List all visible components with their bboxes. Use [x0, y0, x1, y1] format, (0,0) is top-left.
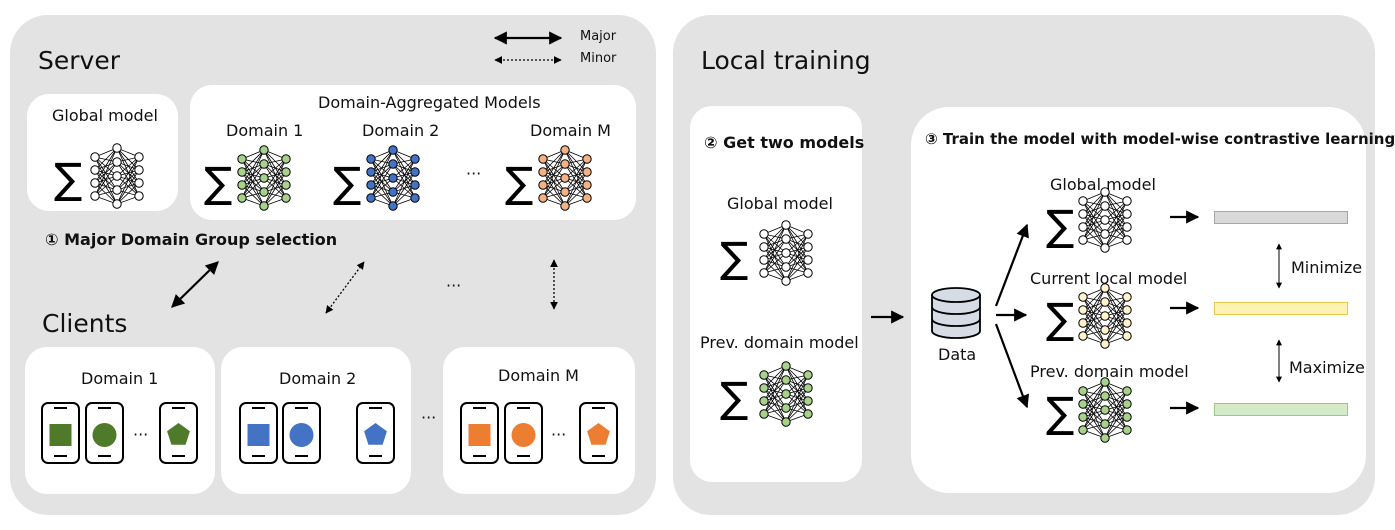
- client-m-ellipsis: ···: [551, 425, 567, 444]
- square-shape-icon: [247, 424, 270, 446]
- neural-network-icon: [366, 145, 420, 211]
- data-to-global-arrow: [994, 223, 1029, 307]
- sigma-icon: ∑: [720, 373, 748, 422]
- neural-network-icon: [90, 143, 144, 209]
- sigma-icon: ∑: [720, 233, 748, 282]
- connection-ellipsis: ···: [446, 276, 462, 295]
- step2-global-label: Global model: [727, 194, 833, 213]
- neural-network-icon: [1078, 377, 1132, 443]
- client-group-2-label: Domain 2: [279, 369, 357, 388]
- sigma-icon: ∑: [54, 154, 82, 203]
- client-group-1-label: Domain 1: [81, 369, 159, 388]
- step2-label: ② Get two models: [704, 133, 865, 152]
- legend-minor-label: Minor: [580, 51, 617, 66]
- output-bar-current: [1214, 302, 1348, 315]
- server-title: Server: [38, 46, 120, 75]
- minimize-label: Minimize: [1291, 258, 1363, 277]
- step1-label: ① Major Domain Group selection: [45, 230, 338, 249]
- agg-domain-m-label: Domain M: [530, 121, 611, 140]
- database-icon: [931, 287, 981, 339]
- circle-shape-icon: [289, 423, 314, 447]
- sigma-icon: ∑: [505, 158, 533, 207]
- agg-domain-1-label: Domain 1: [226, 121, 304, 140]
- agg-ellipsis: ···: [466, 164, 482, 183]
- minor-connection-arrow: [325, 261, 365, 314]
- groups-ellipsis: ···: [421, 408, 437, 427]
- circle-shape-icon: [511, 423, 536, 447]
- neural-network-icon: [538, 145, 592, 211]
- client-group-m-label: Domain M: [498, 366, 579, 385]
- pentagon-shape-icon: [167, 423, 190, 445]
- domain-aggregated-title: Domain-Aggregated Models: [318, 93, 541, 112]
- square-shape-icon: [49, 424, 72, 446]
- neural-network-icon: [237, 145, 291, 211]
- output-bar-global: [1214, 211, 1348, 224]
- local-training-title: Local training: [701, 46, 871, 75]
- client-1-ellipsis: ···: [133, 425, 149, 444]
- data-to-prev-arrow: [994, 323, 1030, 409]
- major-connection-arrow: [171, 261, 219, 308]
- pentagon-shape-icon: [364, 423, 387, 445]
- neural-network-icon: [1078, 283, 1132, 349]
- step3-global-label: Global model: [1050, 175, 1156, 194]
- neural-network-icon: [759, 220, 813, 286]
- sigma-icon: ∑: [1046, 388, 1074, 437]
- output-bar-prev: [1214, 403, 1348, 416]
- maximize-label: Maximize: [1289, 358, 1365, 377]
- step2-prev-label: Prev. domain model: [700, 333, 859, 352]
- circle-shape-icon: [92, 423, 117, 447]
- legend-major-label: Major: [580, 29, 617, 44]
- agg-domain-2-label: Domain 2: [362, 121, 440, 140]
- step2-card: [690, 106, 862, 482]
- global-model-card: [27, 94, 178, 211]
- sigma-icon: ∑: [1046, 294, 1074, 343]
- step3-current-label: Current local model: [1030, 269, 1188, 288]
- step3-card: [911, 107, 1366, 493]
- clients-title: Clients: [42, 309, 128, 338]
- sigma-icon: ∑: [333, 158, 361, 207]
- global-model-label: Global model: [52, 106, 158, 125]
- step3-prev-label: Prev. domain model: [1030, 362, 1189, 381]
- sigma-icon: ∑: [204, 158, 232, 207]
- sigma-icon: ∑: [1046, 201, 1074, 250]
- neural-network-icon: [759, 361, 813, 427]
- square-shape-icon: [468, 424, 491, 446]
- step3-label: ③ Train the model with model-wise contra…: [925, 130, 1395, 148]
- data-label: Data: [938, 345, 977, 364]
- neural-network-icon: [1078, 187, 1132, 253]
- pentagon-shape-icon: [587, 423, 610, 445]
